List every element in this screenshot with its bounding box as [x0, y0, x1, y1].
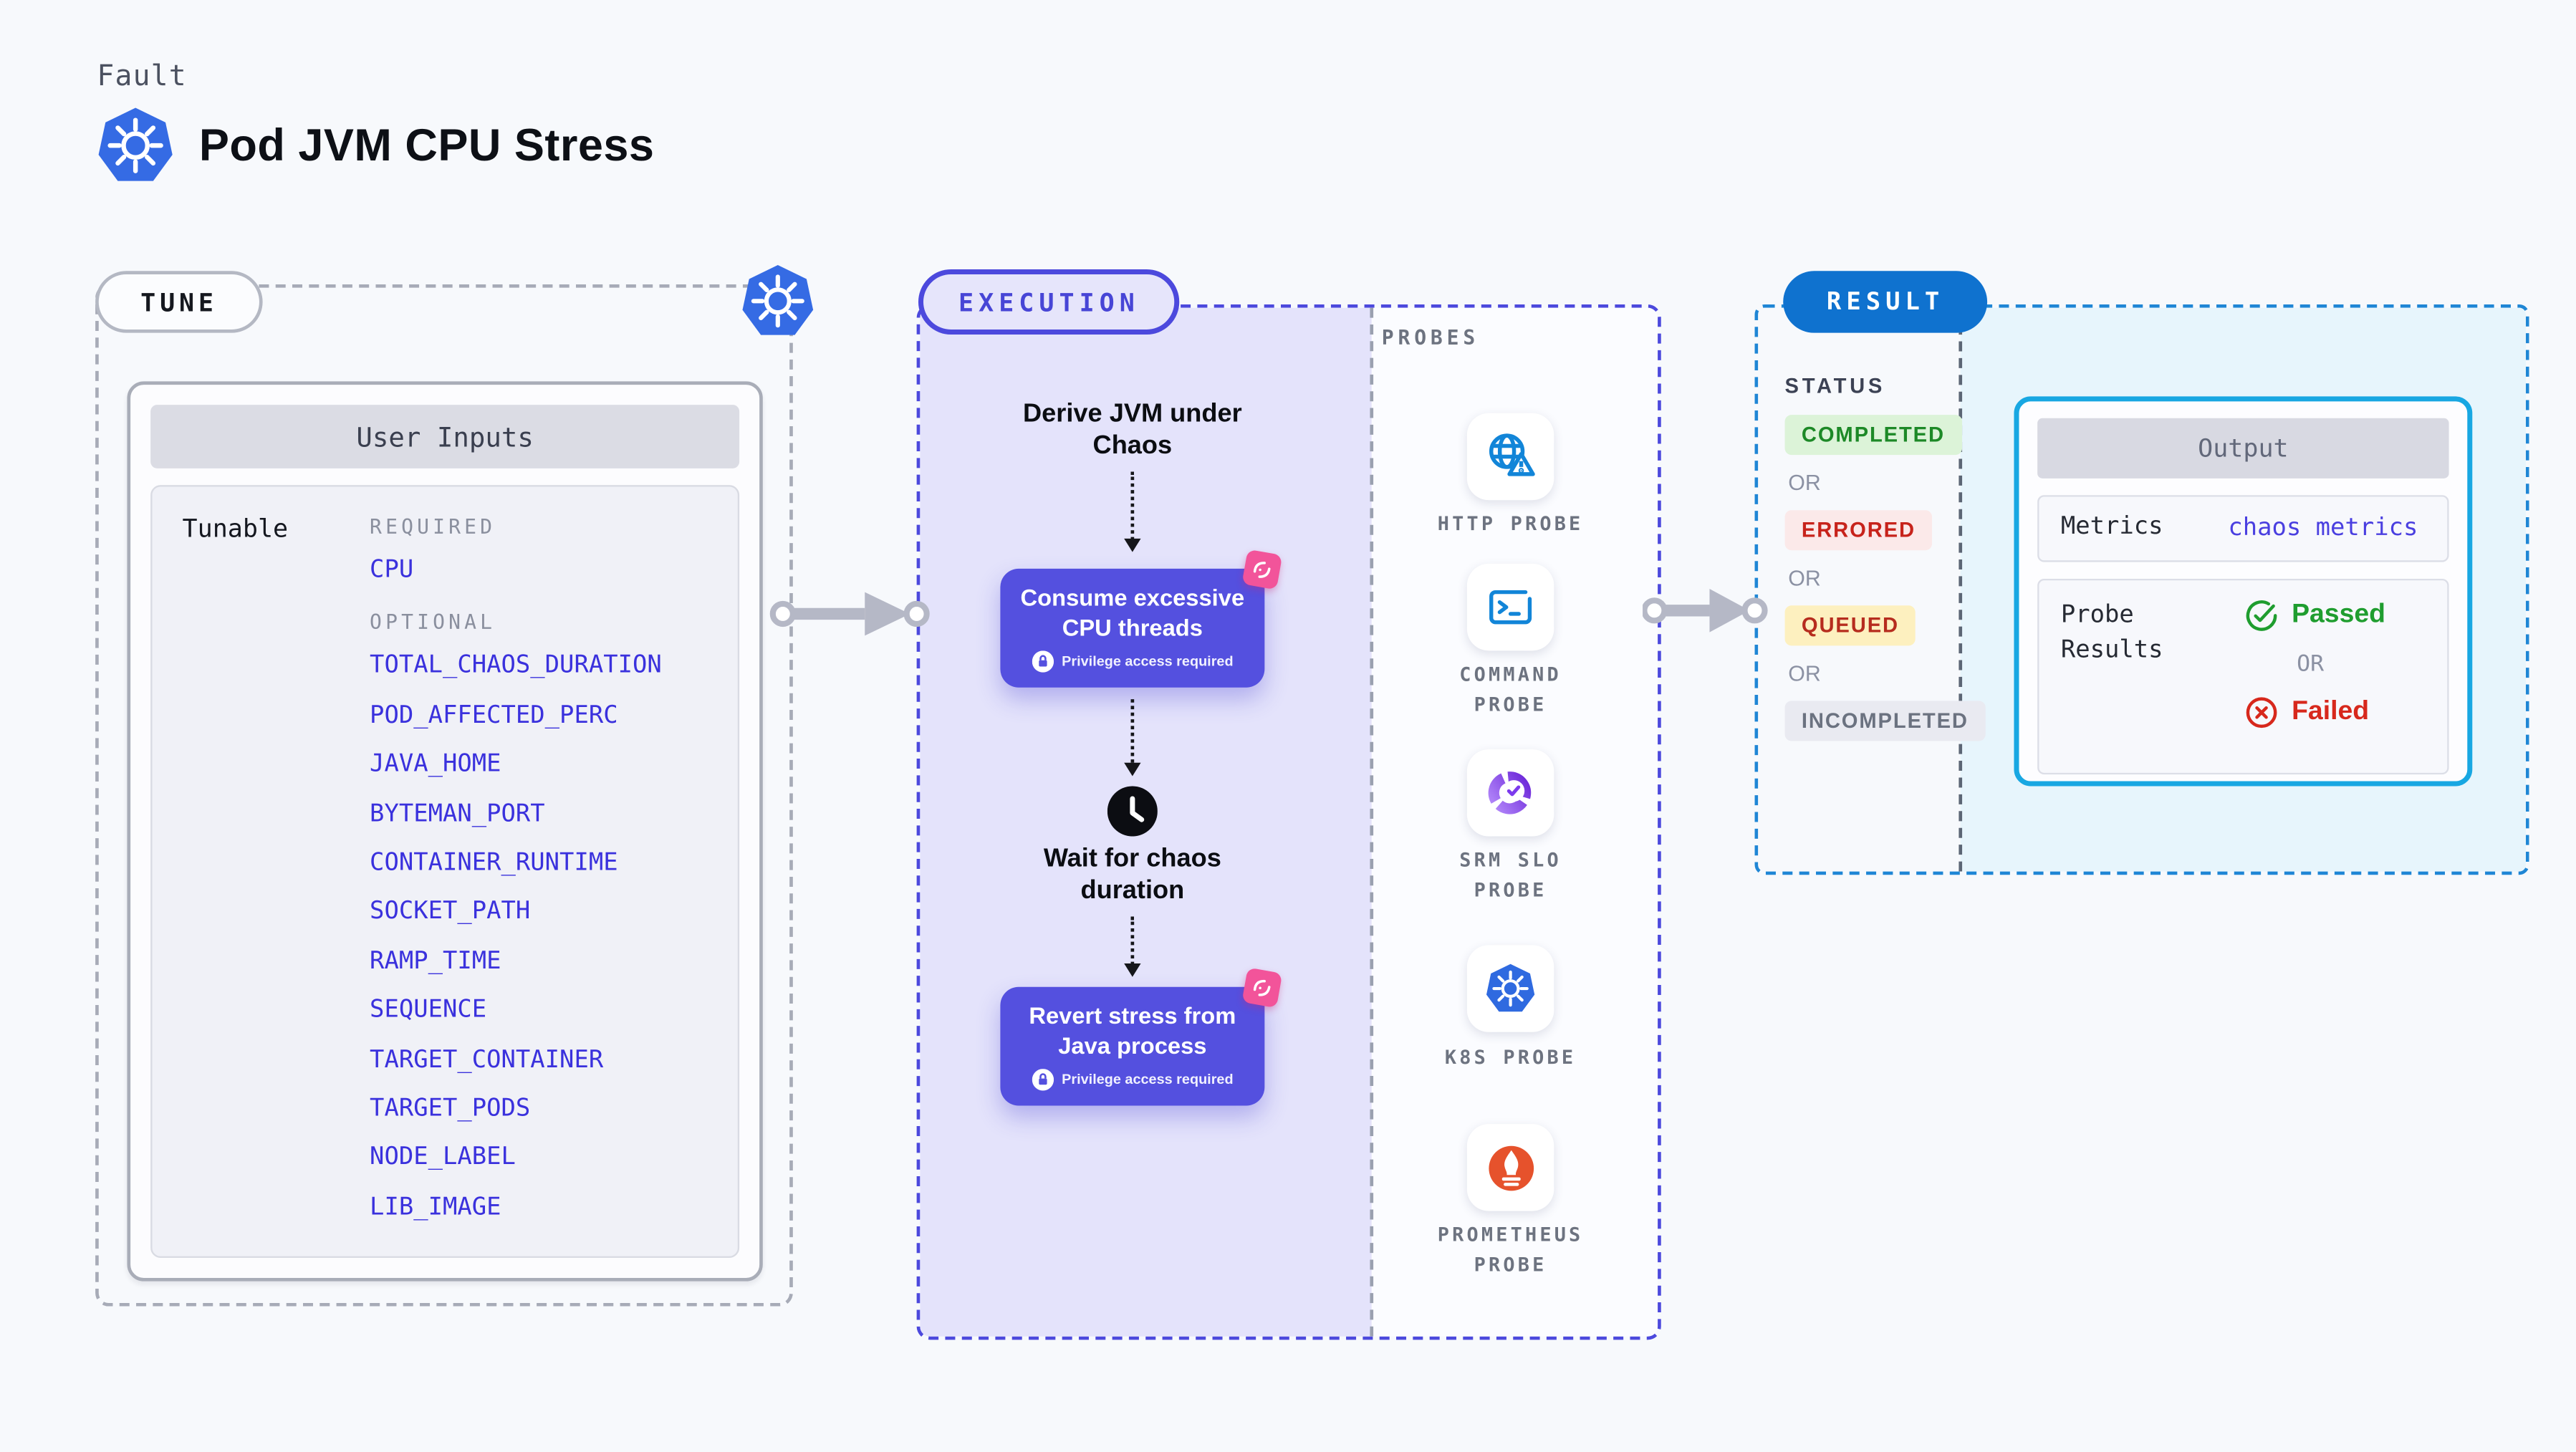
output-card: Output Metrics chaos metrics Probe Resul…	[2014, 396, 2473, 787]
status-label: STATUS	[1784, 375, 1886, 398]
execution-badge: EXECUTION	[918, 269, 1180, 335]
tunable-params: REQUIRED CPU OPTIONAL TOTAL_CHAOS_DURATI…	[370, 500, 758, 1233]
action-title: Consume excessive CPU threads	[1020, 584, 1245, 640]
step-consume-cpu: Consume excessive CPU threads Privilege …	[1000, 549, 1283, 688]
x-circle-icon	[2246, 697, 2277, 729]
http-probe-card	[1466, 413, 1554, 501]
param-link[interactable]: CPU	[370, 557, 414, 584]
param-link[interactable]: TARGET_CONTAINER	[370, 1046, 604, 1074]
probe-results-values: Passed OR Failed	[2245, 599, 2385, 729]
prometheus-icon	[1488, 1145, 1533, 1191]
srm-slo-probe-card	[1466, 749, 1554, 837]
probes-title: PROBES	[1381, 326, 1480, 350]
step-revert-stress: Revert stress from Java process Privileg…	[1000, 967, 1283, 1106]
chaos-metrics-link[interactable]: chaos metrics	[2228, 515, 2418, 542]
privilege-note: Privilege access required	[1032, 650, 1234, 672]
status-badge-incompleted: INCOMPLETED	[1784, 701, 1986, 741]
action-title: Revert stress from Java process	[1029, 1002, 1236, 1058]
down-arrow	[1123, 916, 1141, 977]
down-arrow	[1123, 471, 1141, 552]
result-badge: RESULT	[1783, 271, 1989, 333]
probe-label: SRM SLO PROBE	[1459, 847, 1562, 903]
probe-label: K8S PROBE	[1444, 1045, 1577, 1069]
status-badge-errored: ERRORED	[1784, 510, 1933, 551]
param-link[interactable]: LIB_IMAGE	[370, 1193, 501, 1221]
status-list: COMPLETED OR ERRORED OR QUEUED OR INCOMP…	[1784, 415, 1986, 753]
status-badge-completed: COMPLETED	[1784, 415, 1962, 456]
fault-eyebrow: Fault	[97, 60, 187, 94]
globe-alert-icon	[1489, 433, 1535, 476]
param-link[interactable]: POD_AFFECTED_PERC	[370, 702, 618, 729]
param-link[interactable]: SOCKET_PATH	[370, 898, 531, 926]
probe-label: PROMETHEUS PROBE	[1437, 1222, 1584, 1277]
status-badge-queued: QUEUED	[1784, 605, 1916, 646]
param-link[interactable]: TOTAL_CHAOS_DURATION	[370, 653, 662, 680]
param-link[interactable]: TARGET_PODS	[370, 1095, 531, 1122]
lock-icon	[1032, 1068, 1054, 1090]
privilege-note: Privilege access required	[1032, 1068, 1234, 1090]
flow-arrow-tune-to-execution	[769, 592, 930, 636]
execution-probes-divider	[1370, 307, 1374, 1337]
probe-results-row: Probe Results Passed OR Failed	[2037, 578, 2449, 775]
optional-label: OPTIONAL	[370, 611, 496, 635]
kubernetes-icon	[1486, 963, 1536, 1014]
clock-icon	[1107, 786, 1158, 837]
probe-label: HTTP PROBE	[1437, 511, 1584, 536]
status-panel	[1758, 307, 1961, 872]
chaos-pinwheel-icon	[1241, 967, 1283, 1009]
tune-badge: TUNE	[95, 271, 263, 333]
or-separator: OR	[2297, 650, 2325, 678]
param-link[interactable]: CONTAINER_RUNTIME	[370, 850, 618, 877]
user-inputs-list: Tunable REQUIRED CPU OPTIONAL TOTAL_CHAO…	[150, 485, 740, 1258]
param-link[interactable]: BYTEMAN_PORT	[370, 800, 545, 827]
k8s-probe-card	[1466, 945, 1554, 1032]
kubernetes-icon	[97, 107, 173, 183]
result-divider	[1959, 307, 1963, 872]
metrics-row: Metrics chaos metrics	[2037, 495, 2449, 562]
slo-donut-icon	[1488, 771, 1532, 814]
or-separator: OR	[1788, 470, 1821, 496]
page-header: Pod JVM CPU Stress	[97, 107, 654, 183]
or-separator: OR	[1788, 565, 1821, 591]
tunable-label: Tunable	[182, 513, 289, 544]
param-link[interactable]: NODE_LABEL	[370, 1145, 516, 1172]
param-link[interactable]: RAMP_TIME	[370, 948, 501, 975]
param-link[interactable]: JAVA_HOME	[370, 751, 501, 779]
kubernetes-icon	[741, 264, 814, 338]
prometheus-probe-card	[1466, 1124, 1554, 1211]
check-circle-icon	[2246, 600, 2277, 631]
down-arrow	[1123, 699, 1141, 777]
tune-section	[95, 284, 793, 1307]
step-wait-duration: Wait for chaos duration	[1043, 845, 1221, 906]
chaos-pinwheel-icon	[1241, 549, 1283, 590]
probe-results-label: Probe Results	[2060, 602, 2163, 665]
param-link[interactable]: SEQUENCE	[370, 997, 487, 1024]
command-probe-card	[1466, 563, 1554, 651]
required-label: REQUIRED	[370, 515, 496, 539]
lock-icon	[1032, 650, 1054, 672]
step-derive-jvm: Derive JVM under Chaos	[1022, 400, 1242, 461]
passed-label: Passed	[2292, 600, 2385, 629]
user-inputs-title: User Inputs	[150, 405, 740, 468]
user-inputs-card: User Inputs Tunable REQUIRED CPU OPTIONA…	[127, 381, 763, 1282]
or-separator: OR	[1788, 660, 1821, 686]
terminal-icon	[1489, 590, 1532, 625]
failed-label: Failed	[2292, 697, 2370, 726]
metrics-label: Metrics	[2060, 514, 2163, 542]
flow-arrow-execution-to-result	[1643, 588, 1768, 633]
output-title: Output	[2037, 418, 2449, 479]
probe-label: COMMAND PROBE	[1459, 662, 1562, 717]
page-title: Pod JVM CPU Stress	[198, 119, 655, 170]
